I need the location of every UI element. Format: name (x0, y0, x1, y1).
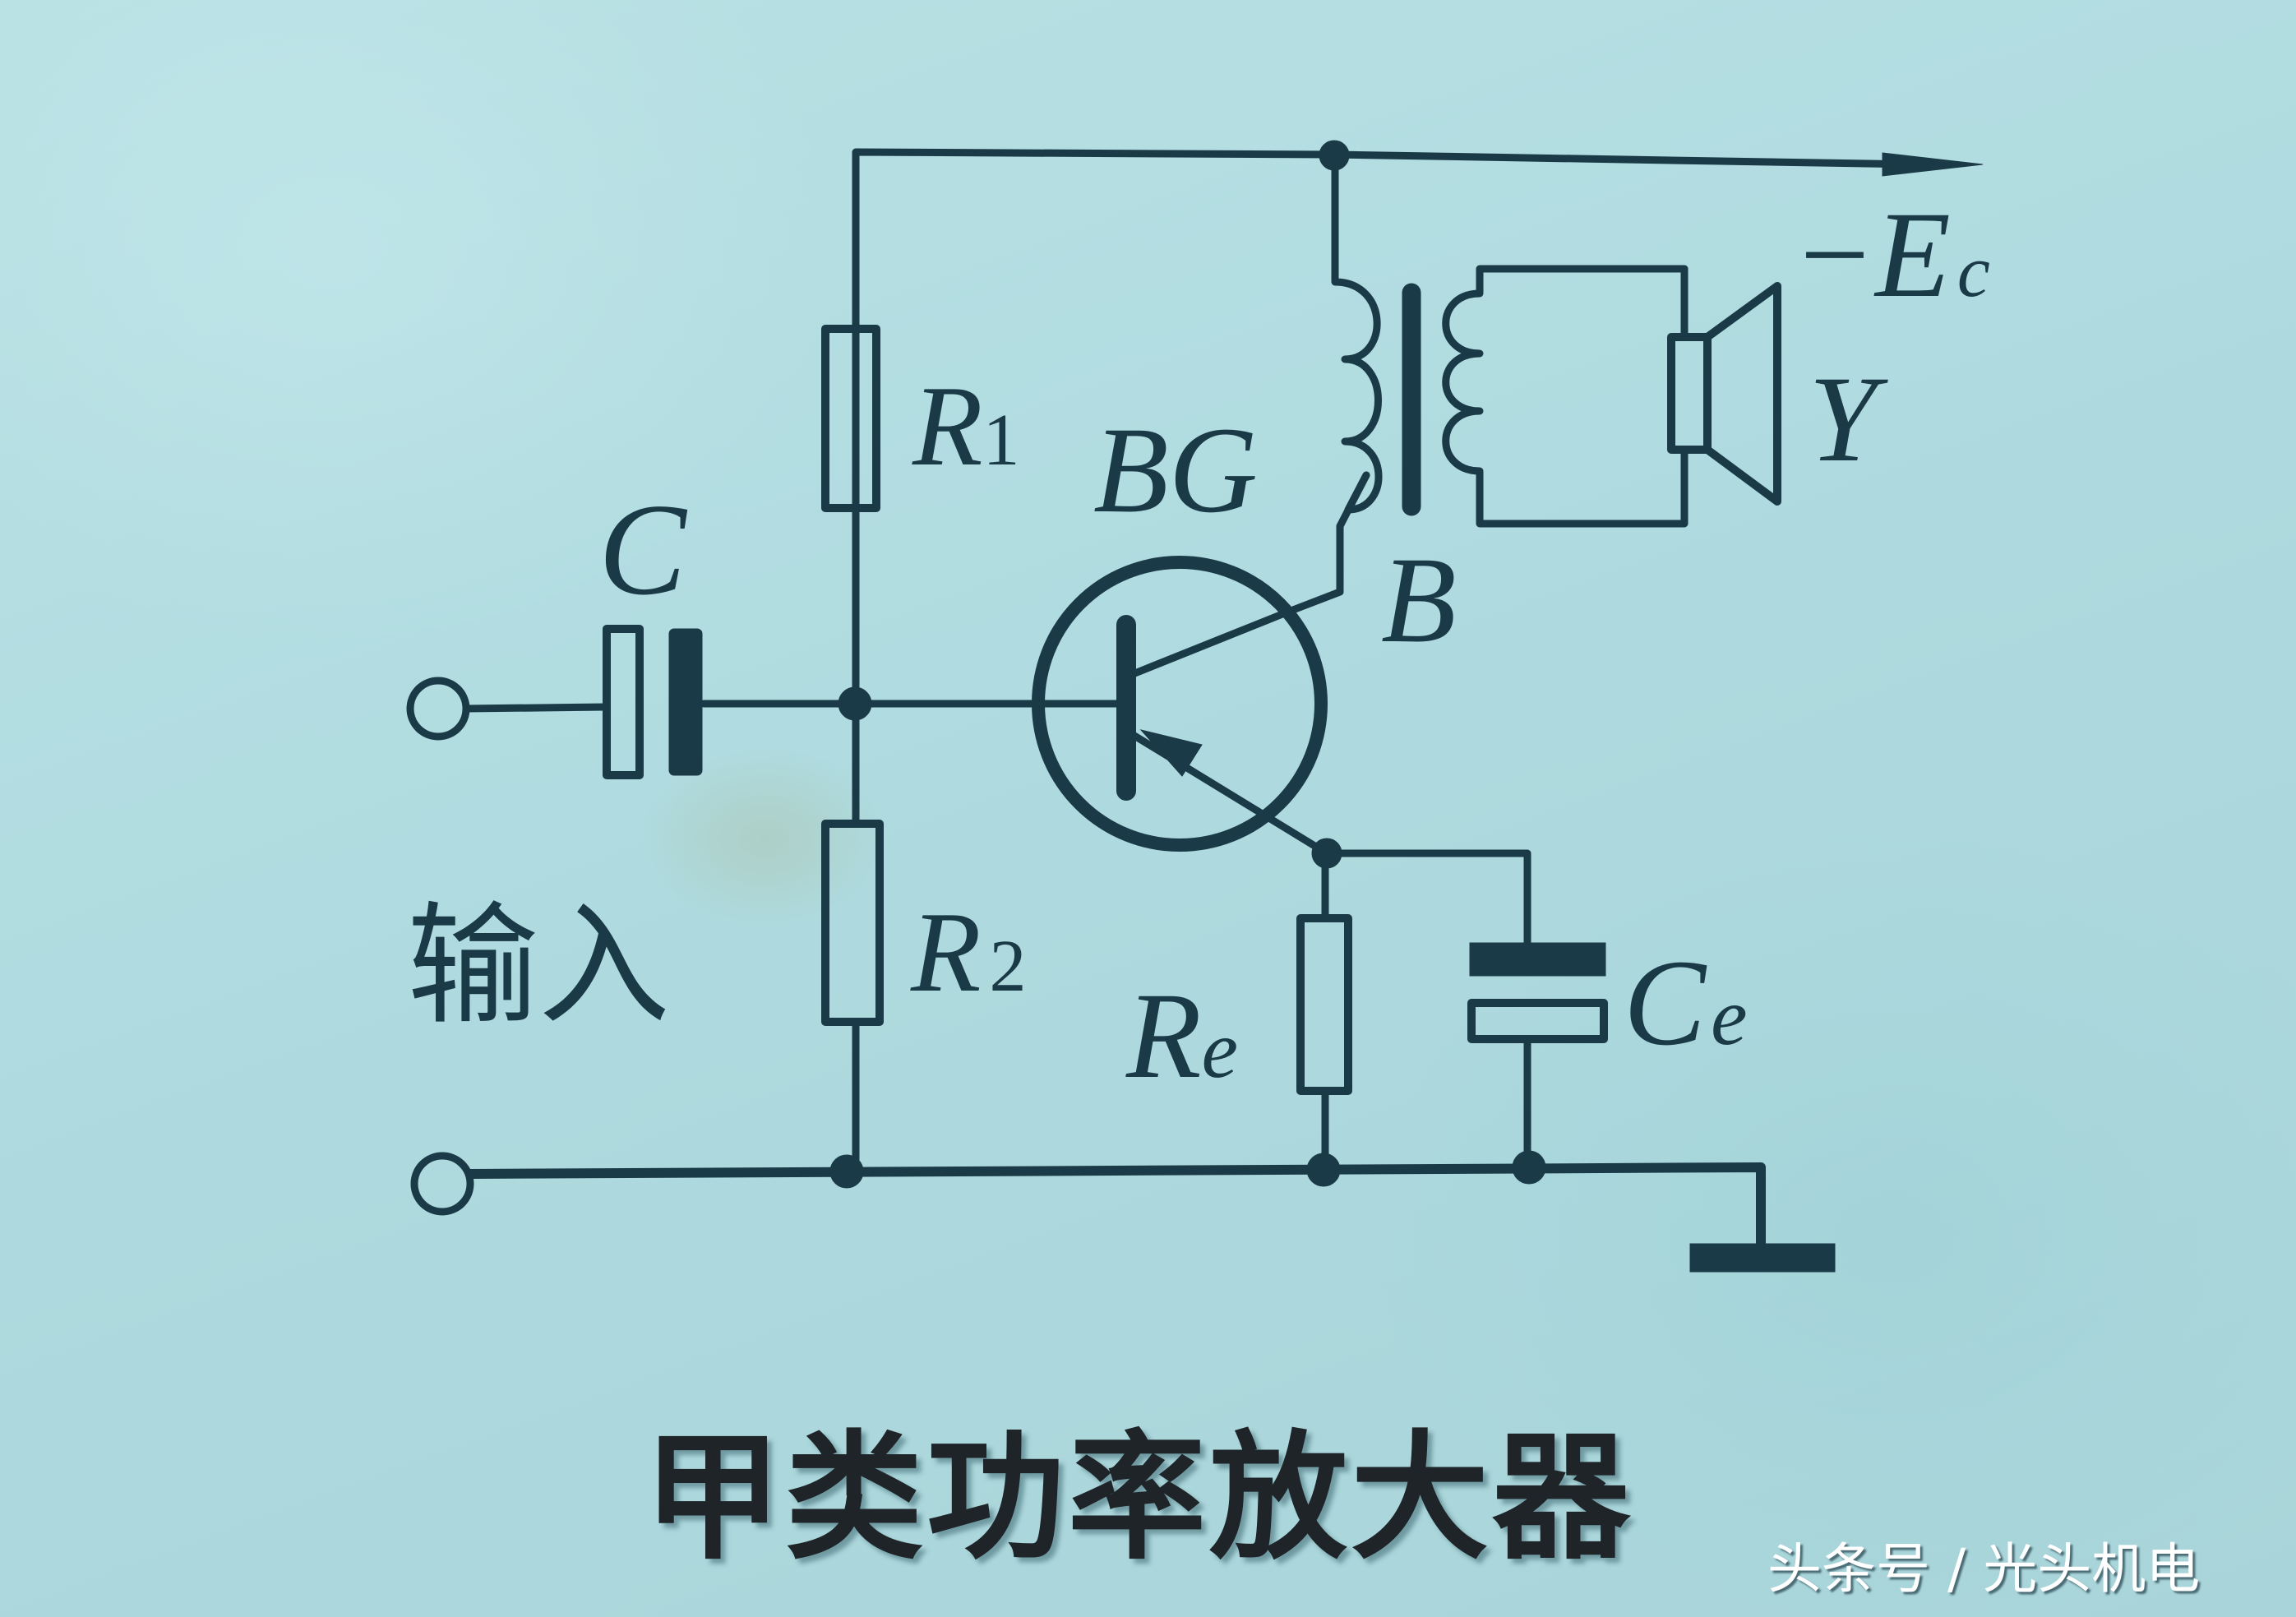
watermark: 头条号 / 光头机电 (1767, 1537, 2201, 1601)
resistor-r1 (821, 325, 880, 512)
emitter-network (1296, 838, 1608, 1174)
junction-dot-ground-1 (829, 1154, 864, 1189)
transformer-label: B (1381, 532, 1457, 668)
resistor-r2 (821, 820, 884, 1026)
junction-dot-base (838, 686, 872, 721)
base-node (700, 503, 1130, 1176)
junction-dot-ground-2 (1306, 1153, 1341, 1187)
junction-dot-ground-3 (1512, 1150, 1546, 1185)
speaker-icon (1667, 282, 1781, 506)
speaker-label: Y (1809, 351, 1888, 487)
diagram-caption: 甲类功率放大器 (644, 1417, 1633, 1578)
transformer-b (1331, 152, 1689, 528)
supply-arrow-icon (1882, 152, 1984, 177)
r1-label: R1 (912, 363, 1020, 490)
c-label: C (598, 476, 688, 622)
capacitor-c (603, 625, 703, 779)
input-terminal-top (406, 677, 470, 741)
ce-label: Ce (1624, 935, 1747, 1071)
supply-label: −Ec (1792, 187, 1990, 323)
re-label: Re (1125, 968, 1238, 1104)
ground-icon (1689, 1243, 1836, 1273)
emitter-arrow-icon (1139, 729, 1203, 777)
input-terminal-bottom (410, 1152, 474, 1216)
transistor-bg (1032, 471, 1370, 857)
bg-label: BG (1093, 402, 1258, 538)
ground-rail (465, 1150, 1836, 1273)
input-label: 输入 (407, 889, 670, 1042)
